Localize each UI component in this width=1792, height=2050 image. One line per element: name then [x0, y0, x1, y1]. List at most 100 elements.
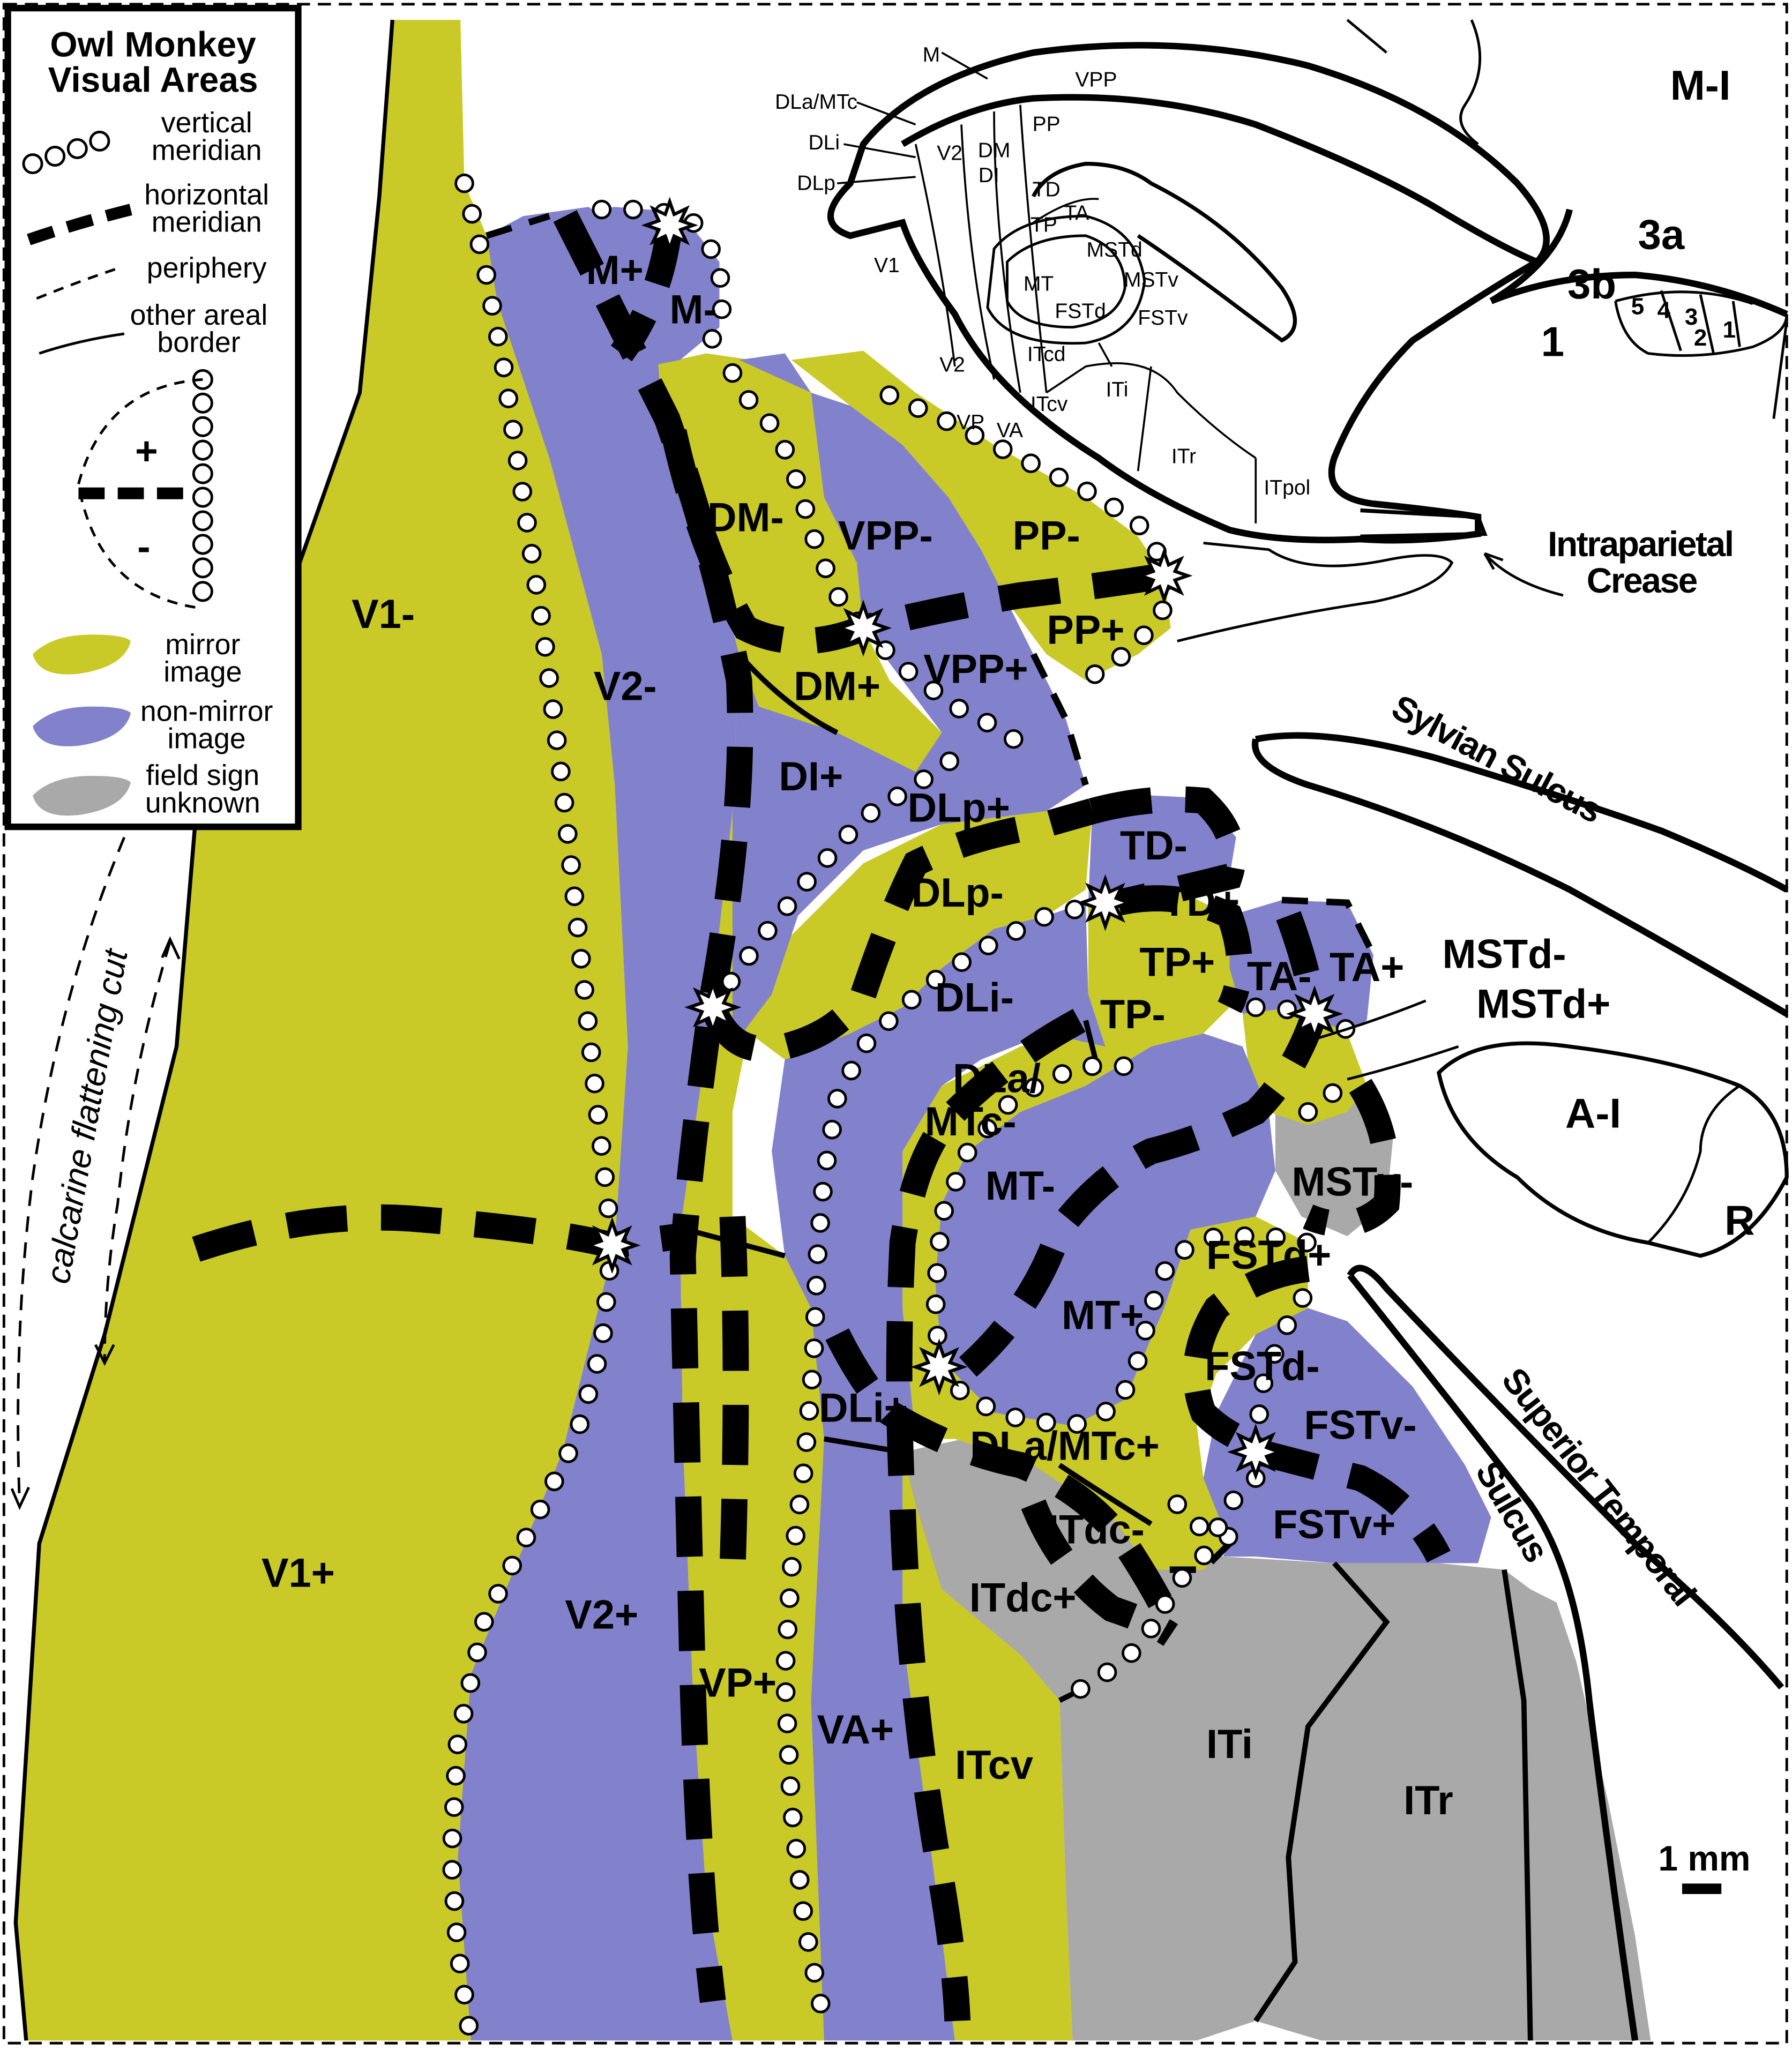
vertical-meridian-dot [526, 575, 547, 595]
vertical-meridian-dot [1155, 1261, 1175, 1281]
inset-label: V2 [937, 141, 962, 164]
vertical-meridian-dot [722, 363, 743, 383]
inset-label: PP [1033, 113, 1061, 136]
vertical-meridian-dot [782, 1557, 802, 1577]
area-label-v1-plus: V1+ [262, 1551, 335, 1596]
inset-label: TD [1033, 178, 1061, 201]
horizontal-meridian-td [1088, 786, 1246, 916]
vertical-meridian-dot [782, 1807, 803, 1828]
vertical-meridian-dot [598, 1198, 618, 1218]
vertical-meridian-dot [789, 1494, 810, 1515]
horizontal-meridian-tp [1115, 885, 1253, 1013]
inset-label: DI [979, 164, 999, 187]
legend-mirror-swatch [33, 634, 131, 675]
vertical-meridian-dot [1245, 997, 1266, 1017]
periphery-line [1281, 896, 1377, 957]
mstd-pointer-2 [1347, 1045, 1459, 1081]
vertical-meridian-dot [192, 510, 213, 532]
vertical-meridian-dot [564, 886, 585, 907]
vertical-meridian-dot [1096, 1402, 1116, 1421]
vertical-meridian-dot [1036, 1412, 1056, 1433]
vertical-meridian-dot [482, 296, 502, 316]
vertical-meridian-dot [957, 1142, 977, 1163]
vertical-meridian-dot [805, 1307, 825, 1327]
vertical-meridian-dot [1167, 1494, 1188, 1514]
vertical-meridian-dot [813, 1181, 833, 1202]
areal-border [737, 652, 839, 735]
legend-vertical-meridian-sample [22, 130, 213, 602]
vertical-meridian-dot [446, 1765, 466, 1786]
area-label-fstd-minus: FSTd- [1205, 1344, 1319, 1389]
nonmirror-region-vpp-di [732, 353, 1086, 1047]
nonmirror-region-v2 [458, 207, 740, 2041]
vertical-meridian-dot [856, 1033, 877, 1053]
vertical-meridian-dot [817, 848, 838, 868]
vertical-meridian-dot [623, 199, 643, 220]
label-bar-2: 2 [1694, 325, 1707, 351]
vertical-meridian-dot [797, 872, 817, 892]
v1-outer-border [13, 19, 394, 2041]
horizontal-meridian-v1 [192, 1204, 682, 1262]
vertical-meridian-dot [807, 1276, 826, 1296]
areal-border [1253, 1561, 1390, 2023]
vertical-meridian-dot [1194, 1545, 1214, 1566]
vertical-meridian-dot [937, 411, 957, 431]
vertical-meridian-dot [578, 1384, 599, 1404]
area-label-iti: ITi [1206, 1722, 1253, 1767]
mi-border [1346, 19, 1482, 145]
vertical-meridian-dot [979, 936, 998, 955]
vertical-meridian-dot [192, 392, 213, 414]
legend-nonmirror-swatch [33, 706, 131, 746]
vertical-meridian-dot [1065, 900, 1085, 919]
inset-label: ITpol [1264, 476, 1310, 499]
area-label-tp-minus: TP- [1100, 992, 1166, 1037]
vertical-meridian-dot [1021, 453, 1041, 474]
legend-unknown-2: unknown [145, 787, 260, 819]
figure-frame [2, 3, 1788, 2045]
area-label-dla-2: MTc- [925, 1099, 1017, 1144]
vertical-meridian-dot [1144, 1290, 1164, 1311]
vertical-meridian-dot [1114, 1056, 1134, 1076]
brain-inset-st [1032, 161, 1297, 343]
scale-bar [1682, 1883, 1722, 1894]
area-label-m-plus: M+ [586, 248, 644, 293]
legend-unknown-1: field sign [146, 759, 259, 791]
vertical-meridian-dot [738, 390, 759, 410]
vertical-meridian-dot [453, 1703, 474, 1724]
vertical-meridian-dot [775, 1682, 796, 1702]
vertical-meridian-dot [1034, 907, 1054, 927]
vertical-meridian-dot [1122, 1643, 1141, 1663]
area-label-ta-minus: TA- [1247, 954, 1311, 999]
area-label-fstv-plus: FSTv+ [1273, 1502, 1395, 1547]
vertical-meridian-dot [444, 1891, 465, 1911]
vertical-meridian-dot [1323, 1083, 1343, 1103]
vertical-meridian-dot [192, 534, 213, 555]
vertical-meridian-dot [585, 1073, 604, 1094]
area-label-va-plus: VA+ [817, 1708, 894, 1753]
inset-label: ITcv [1031, 393, 1068, 416]
vertical-meridian-dot [539, 668, 559, 688]
vertical-meridian-dot [512, 482, 533, 502]
vertical-meridian-dot [192, 487, 213, 508]
periphery-line [486, 213, 550, 239]
brain-inset-outline [827, 42, 1550, 544]
vertical-meridian-dot [476, 265, 496, 285]
vertical-meridian-dot [1071, 1679, 1091, 1699]
legend-periphery-sample [36, 267, 118, 300]
brain-inset-pointer [837, 51, 988, 185]
vertical-meridian-dot [474, 1612, 494, 1632]
vertical-meridian-dot [795, 499, 816, 519]
auditory-area-r-border [1647, 1084, 1741, 1244]
area-label-pp-minus: PP- [1013, 514, 1080, 559]
label-bar-1: 1 [1723, 317, 1736, 343]
vertical-meridian-dot [544, 1471, 564, 1492]
label-area-1: 1 [1541, 318, 1564, 365]
inset-label: DLp [797, 171, 835, 194]
vertical-meridian-dot [952, 952, 972, 972]
vertical-meridian-dot [780, 1588, 800, 1608]
vertical-meridian-dot [701, 239, 721, 259]
vertical-meridian-dot [710, 268, 730, 288]
vertical-meridian-dot [503, 420, 523, 439]
inset-label: MSTv [1124, 268, 1178, 291]
